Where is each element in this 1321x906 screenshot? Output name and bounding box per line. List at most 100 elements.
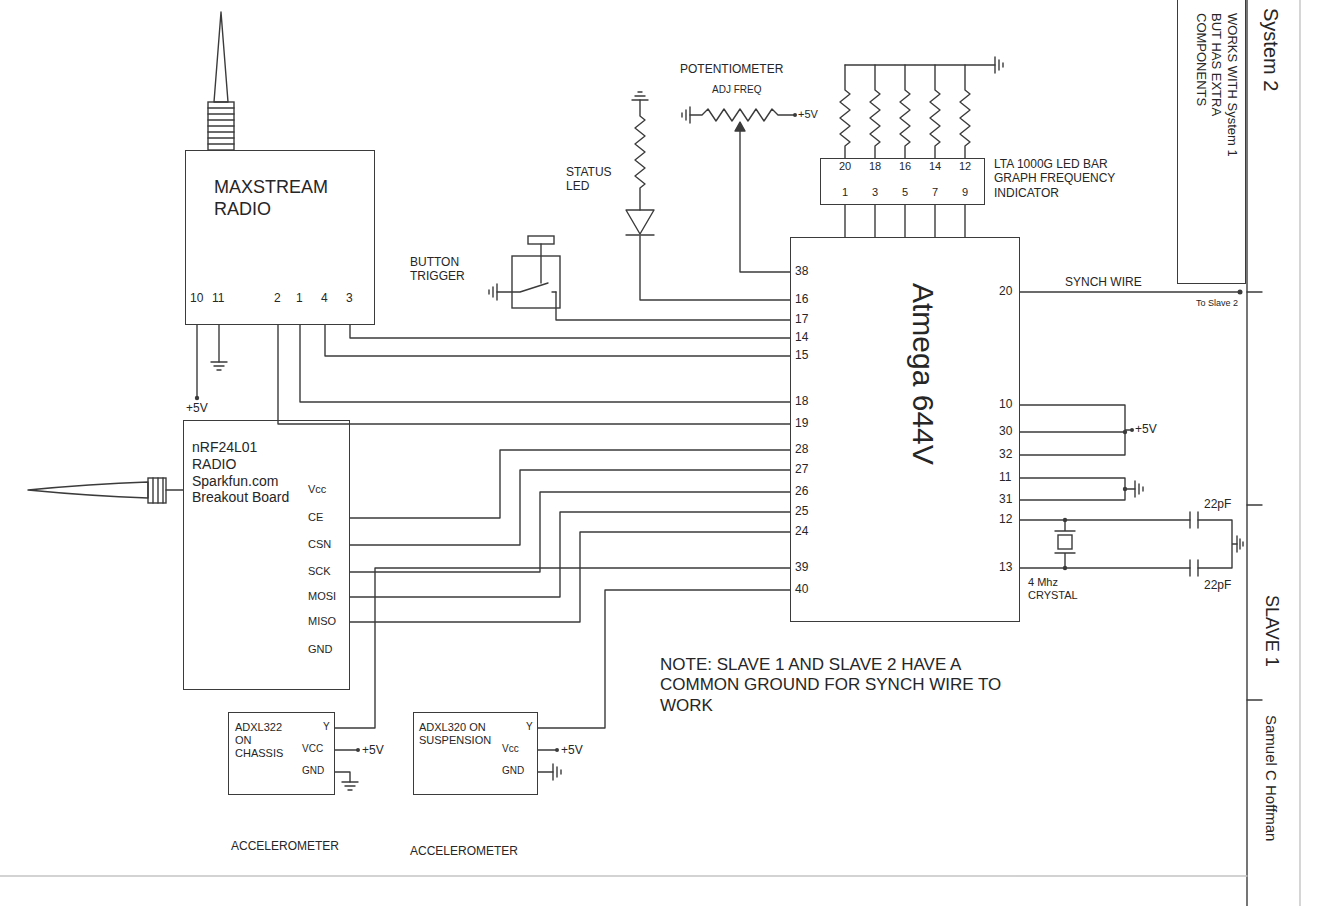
ground-symbol [489, 284, 497, 300]
wire [350, 325, 790, 338]
wire [640, 236, 790, 300]
wire [964, 205, 965, 237]
pin-number: 30 [999, 424, 1012, 438]
junction-dot [1123, 487, 1127, 491]
capacitor-symbol [1190, 512, 1198, 528]
signal-label: MOSI [308, 590, 336, 603]
ground-symbol [211, 362, 227, 370]
button-symbol [540, 244, 541, 283]
wire [335, 568, 790, 728]
capacitor-symbol [1190, 512, 1198, 576]
potentiometer-symbol [690, 109, 795, 121]
pin-number: 20 [839, 160, 851, 173]
wire [350, 470, 790, 545]
component-name: LTA 1000G LED BAR GRAPH FREQUENCY INDICA… [994, 157, 1134, 200]
component-name: Atmega 644V [905, 283, 941, 465]
ground-symbol [211, 57, 1243, 790]
wire [278, 325, 790, 424]
resistor-symbol [900, 65, 910, 158]
junction-dot [1123, 430, 1127, 434]
signal-label: MISO [308, 615, 336, 628]
pin-number: 25 [795, 504, 808, 518]
power-label: +5V [362, 743, 384, 757]
button-symbol [497, 283, 548, 292]
antenna-symbol [208, 108, 234, 144]
frame-line [1299, 0, 1300, 906]
signal-label: VCC [302, 743, 323, 755]
component-name: nRF24L01 RADIO Sparkfun.com Breakout Boa… [192, 439, 300, 506]
antenna-symbol [208, 102, 234, 150]
wire [350, 450, 790, 518]
junction-dot [1238, 290, 1243, 295]
antenna-symbol [214, 12, 228, 102]
pin-number: 16 [795, 292, 808, 306]
led-symbol [626, 210, 654, 235]
antenna-symbol [148, 478, 166, 503]
microcontroller: Atmega 644V [790, 237, 1020, 622]
pin-number: 14 [795, 330, 808, 344]
antenna-symbol [28, 12, 234, 503]
pin-number: 13 [999, 560, 1012, 574]
antenna-symbol [153, 478, 163, 503]
component-label: 22pF [1204, 578, 1231, 592]
resistor-symbol [635, 65, 995, 210]
capacitor-symbol [1190, 560, 1198, 576]
pin-number: 3 [346, 291, 353, 305]
pin-number: 28 [795, 442, 808, 456]
pin-number: 10 [190, 291, 203, 305]
led-symbol [626, 210, 654, 234]
title-block: System 2 [1259, 8, 1283, 91]
wire [300, 325, 790, 402]
title-block: Samuel C Hoffman [1262, 715, 1280, 841]
pin-number: 12 [999, 512, 1012, 526]
component-label: ADJ FREQ [712, 84, 761, 96]
junction-dot [555, 748, 559, 752]
button-symbol [497, 236, 560, 308]
pin-number: 40 [795, 582, 808, 596]
pin-number: 18 [869, 160, 881, 173]
wire [218, 325, 219, 362]
component-heading: ACCELEROMETER [410, 844, 540, 858]
resistor-symbol [840, 65, 850, 158]
component-label: 22pF [1204, 497, 1231, 511]
pin-number: 12 [959, 160, 971, 173]
wire [934, 205, 935, 237]
signal-label: SCK [308, 565, 331, 578]
pin-number: 11 [999, 470, 1011, 484]
ground-symbol [342, 782, 358, 790]
signal-label: Vcc [502, 743, 519, 755]
pin-number: 2 [274, 291, 281, 305]
junction-dot [356, 748, 360, 752]
title-block: SLAVE 1 [1260, 595, 1282, 667]
pin-number: 38 [795, 264, 808, 278]
signal-label: GND [502, 765, 524, 777]
ground-symbol [682, 107, 690, 123]
power-label: +5V [798, 108, 818, 121]
junction-dot [1130, 428, 1134, 432]
crystal-symbol [1058, 535, 1072, 549]
wire [556, 292, 790, 320]
pin-number: 7 [932, 186, 938, 199]
pin-number: 24 [795, 524, 808, 538]
pin-number: 20 [999, 284, 1012, 298]
ground-symbol [1237, 536, 1243, 552]
pin-number: 11 [212, 291, 224, 305]
pin-number: 9 [962, 186, 968, 199]
signal-label: GND [308, 643, 332, 656]
signal-label: SYNCH WIRE [1065, 275, 1142, 289]
pin-number: 39 [795, 560, 808, 574]
pin-number: 1 [296, 291, 303, 305]
led-symbol [626, 234, 654, 235]
power-label: +5V [1135, 422, 1157, 436]
wire [904, 205, 905, 237]
resistor-symbol [960, 65, 970, 158]
frame-line [0, 875, 1247, 876]
power-label: +5V [561, 743, 583, 757]
pin-number: 19 [795, 416, 808, 430]
component-label: 4 Mhz CRYSTAL [1028, 576, 1092, 602]
component-label: BUTTON TRIGGER [410, 255, 480, 284]
wire [1020, 478, 1135, 500]
signal-label: To Slave 2 [1196, 298, 1238, 309]
wire [874, 205, 875, 237]
